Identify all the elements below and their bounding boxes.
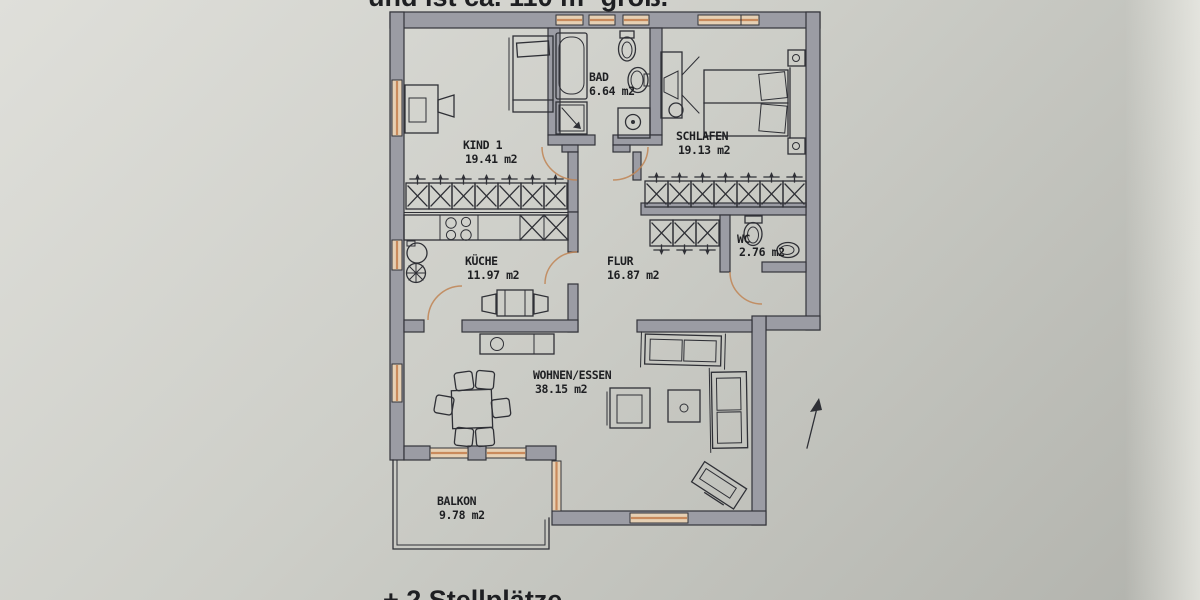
wardrobe-row-icon	[649, 219, 720, 256]
room-area-wc: 2.76 m2	[739, 245, 785, 259]
door-arc-kind1	[541, 146, 578, 181]
room-label-kueche: KÜCHE	[465, 253, 498, 268]
nightstand-icon	[787, 49, 806, 67]
cabinet-icon	[519, 214, 569, 241]
kitchen-table-icon	[481, 289, 549, 317]
window-icon	[622, 14, 650, 26]
north-arrow-icon	[806, 398, 822, 449]
sofa-icon	[640, 331, 726, 370]
walls	[389, 11, 821, 526]
door-arc-kueche-wohnen	[427, 285, 463, 321]
room-area-bad: 6.64 m2	[589, 84, 635, 98]
windows	[391, 14, 760, 524]
room-area-kueche: 11.97 m2	[467, 268, 519, 282]
room-label-kind1: KIND 1	[463, 138, 503, 152]
room-bad-furniture	[555, 30, 651, 139]
room-schlafen-furniture	[644, 49, 807, 208]
balcony-door-window-icon	[429, 447, 469, 459]
toilet-icon	[617, 30, 637, 62]
double-bed-icon	[703, 67, 791, 139]
window-icon	[629, 512, 689, 524]
sofa-icon	[708, 367, 749, 453]
room-label-schlafen: SCHLAFEN	[676, 129, 729, 143]
kitchen-counter-icon	[403, 214, 569, 241]
room-area-kind1: 19.41 m2	[465, 152, 517, 166]
balcony-window-icon	[485, 447, 527, 459]
nightstand-icon	[787, 137, 806, 155]
door-arc-schlafen	[612, 146, 649, 181]
caption-bottom-cropped: + 2 Stellplätze	[383, 586, 562, 600]
window-icon	[391, 363, 403, 403]
sink-icon	[406, 240, 428, 264]
stove-icon	[445, 216, 472, 241]
washbasin-icon	[776, 241, 800, 259]
shower-icon	[555, 101, 588, 135]
window-icon	[555, 14, 584, 26]
room-wohnen-furniture	[432, 331, 749, 510]
sideboard-icon	[479, 333, 555, 355]
caption-bottom-text: + 2 Stellplätze	[383, 586, 562, 600]
wardrobe-row-icon	[644, 171, 807, 208]
room-label-wohnen: WOHNEN/ESSEN	[533, 368, 612, 382]
room-area-schlafen: 19.13 m2	[678, 143, 730, 157]
room-labels: KIND 1 19.41 m2 BAD 6.64 m2 SCHLAFEN 19.…	[437, 70, 785, 522]
room-area-flur: 16.87 m2	[607, 268, 659, 282]
washing-machine-icon	[405, 262, 427, 284]
room-area-wohnen: 38.15 m2	[535, 382, 587, 396]
room-flur-furniture	[649, 219, 720, 256]
floor-drain-icon	[617, 107, 651, 139]
room-label-balkon: BALKON	[437, 494, 477, 508]
window-icon	[391, 239, 403, 271]
corner-window-icon	[551, 460, 562, 512]
room-label-wc: WC	[737, 232, 751, 246]
caption-top-cropped: und ist ca. 110 m² groß.	[368, 0, 668, 13]
desk-icon	[404, 84, 455, 134]
window-icon	[697, 14, 760, 26]
vanity-desk-icon	[660, 51, 700, 119]
balcony-railing	[392, 459, 550, 550]
window-icon	[588, 14, 616, 26]
caption-top-text: und ist ca. 110 m² groß.	[368, 0, 668, 11]
room-wc-furniture	[743, 215, 800, 259]
wardrobe-row-icon	[405, 173, 568, 210]
tv-icon	[690, 460, 748, 510]
room-kueche-furniture	[403, 214, 569, 317]
armchair-icon	[606, 387, 651, 429]
room-area-balkon: 9.78 m2	[439, 508, 485, 522]
coffee-table-icon	[667, 389, 701, 423]
bed-icon	[508, 35, 554, 113]
toilet-icon	[743, 215, 763, 247]
room-label-flur: FLUR	[607, 254, 634, 268]
room-label-bad: BAD	[589, 70, 609, 84]
window-icon	[391, 79, 403, 137]
door-arc-kueche-flur	[544, 251, 578, 285]
bathtub-icon	[555, 32, 588, 100]
dining-table-icon	[432, 369, 512, 448]
room-kind1-furniture	[404, 35, 568, 210]
door-arcs	[427, 146, 763, 321]
door-arc-wc	[729, 271, 763, 305]
washbasin-icon	[627, 66, 651, 94]
